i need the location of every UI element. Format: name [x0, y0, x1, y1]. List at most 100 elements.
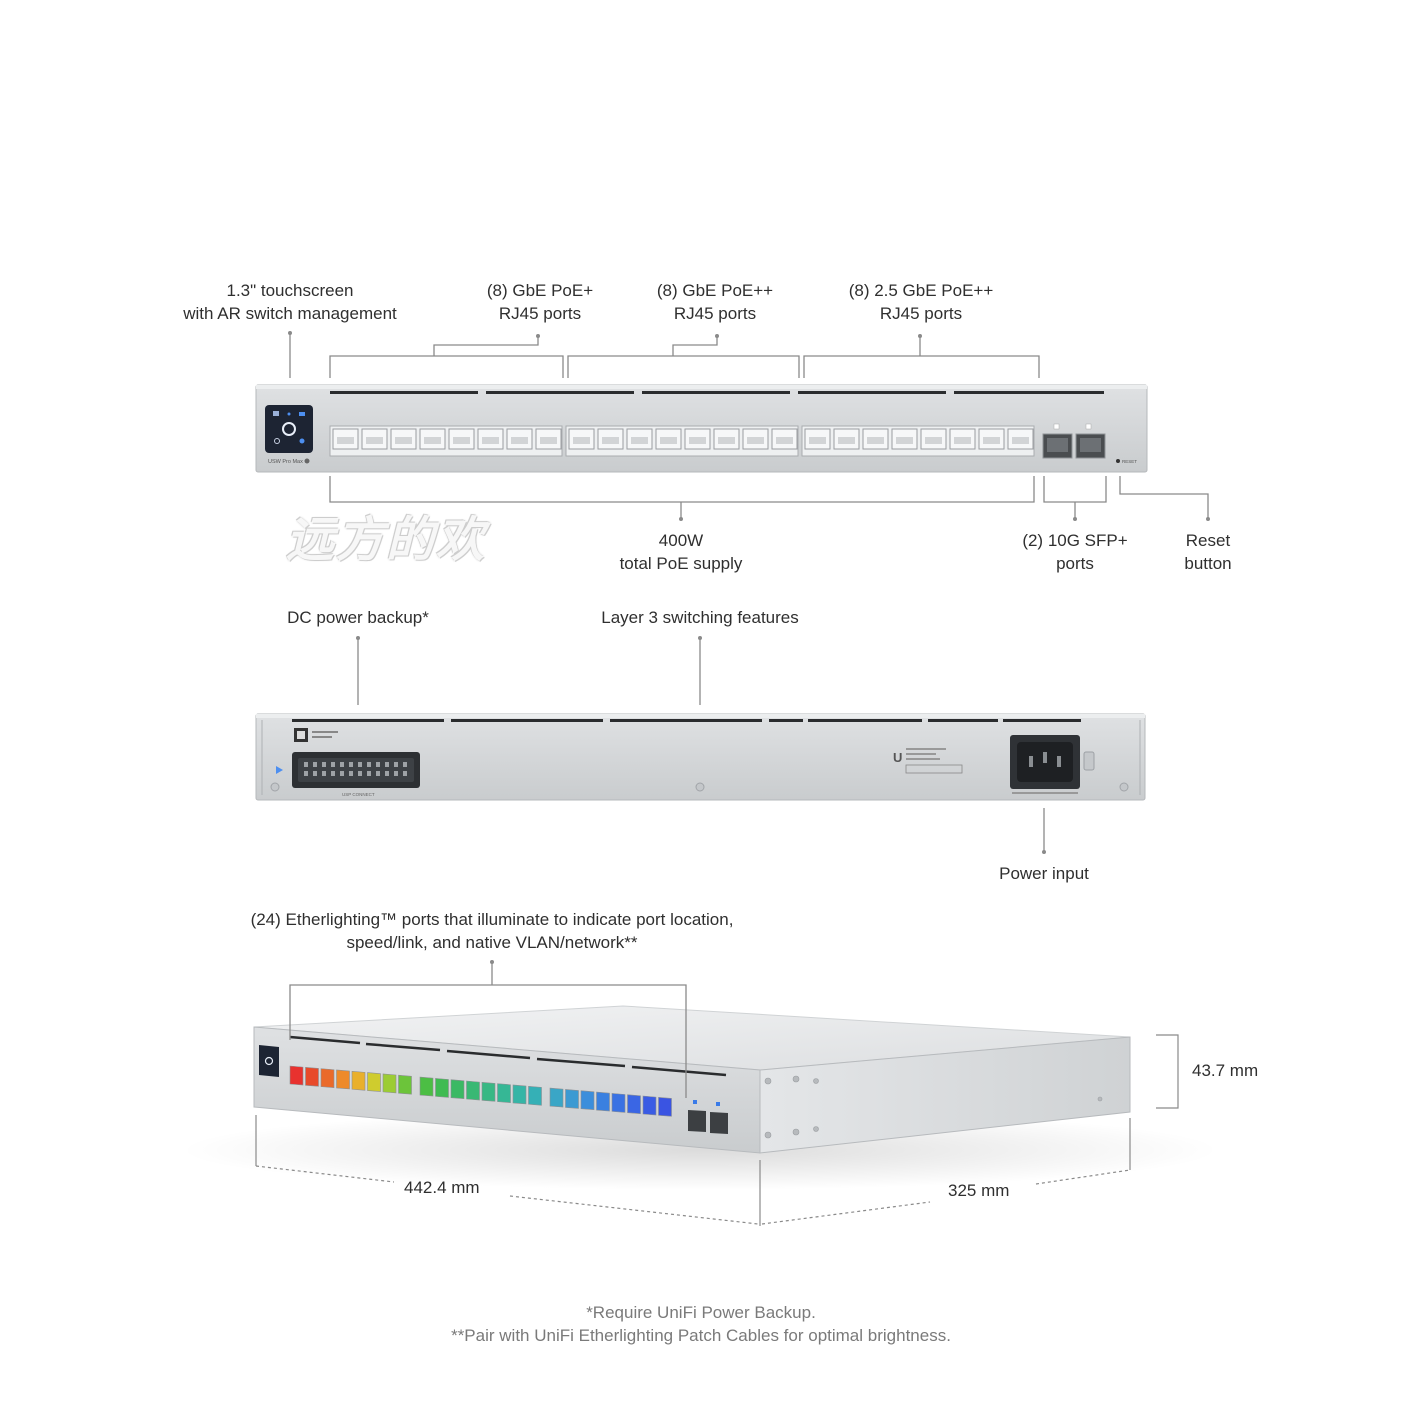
iso-view — [180, 960, 1220, 1226]
screw-icon — [1119, 782, 1129, 792]
power-input-socket[interactable] — [1010, 735, 1080, 789]
dc-pin — [331, 771, 335, 776]
dc-pin — [376, 762, 380, 767]
touchscreen[interactable] — [265, 405, 313, 453]
etherlighting-port[interactable] — [466, 1080, 480, 1101]
dc-pin — [403, 762, 407, 767]
rj45-port-contacts — [867, 437, 884, 444]
dc-pin — [367, 771, 371, 776]
etherlighting-port[interactable] — [549, 1087, 564, 1108]
rear-view: USP CONNECT U — [255, 636, 1146, 854]
etherlighting-port[interactable] — [658, 1096, 672, 1117]
etherlighting-port[interactable] — [642, 1095, 657, 1116]
rj45-port-contacts — [718, 437, 735, 444]
footnote-2: **Pair with UniFi Etherlighting Patch Ca… — [451, 1326, 951, 1345]
etherlighting-port[interactable] — [336, 1069, 350, 1090]
rj45-port-contacts — [602, 437, 619, 444]
rj45-port-contacts — [337, 437, 354, 444]
iso-sfp-2 — [710, 1112, 728, 1134]
etherlighting-port[interactable] — [627, 1094, 641, 1115]
front-leaders — [288, 331, 1210, 521]
dc-pin — [340, 762, 344, 767]
label-gbe-poe-plus: (8) GbE PoE+ RJ45 ports — [486, 281, 594, 323]
dc-pin — [358, 762, 362, 767]
rj45-port-contacts — [838, 437, 855, 444]
rj45-port-contacts — [482, 437, 499, 444]
etherlighting-port[interactable] — [450, 1079, 465, 1100]
dim-height: 43.7 mm — [1192, 1061, 1259, 1080]
dc-pin — [349, 771, 353, 776]
dc-pin — [313, 771, 317, 776]
front-view: USW Pro Max RESET — [255, 331, 1210, 521]
rj45-port-contacts — [573, 437, 590, 444]
reset-button[interactable] — [1116, 459, 1120, 463]
dc-pin — [394, 771, 398, 776]
etherlighting-port[interactable] — [289, 1065, 304, 1086]
rj45-port-contacts — [424, 437, 441, 444]
iso-sfp-1 — [688, 1110, 706, 1132]
dc-pin — [313, 762, 317, 767]
front-vents — [330, 391, 1104, 394]
label-power-input: Power input — [999, 864, 1089, 883]
etherlighting-port[interactable] — [351, 1070, 366, 1091]
etherlighting-port[interactable] — [320, 1068, 335, 1088]
arrow-icon — [276, 766, 283, 774]
footnote-1: *Require UniFi Power Backup. — [586, 1303, 816, 1322]
label-gbe-poe-plusplus: (8) GbE PoE++ RJ45 ports — [656, 281, 774, 323]
etherlighting-port[interactable] — [305, 1066, 319, 1087]
dc-pin — [331, 762, 335, 767]
etherlighting-port[interactable] — [367, 1072, 381, 1092]
dc-pin — [376, 771, 380, 776]
dc-pin — [322, 771, 326, 776]
dc-pin — [385, 771, 389, 776]
label-sfp: (2) 10G SFP+ ports — [1022, 531, 1128, 573]
label-25gbe-poe-plusplus: (8) 2.5 GbE PoE++ RJ45 ports — [848, 281, 994, 323]
reset-text: RESET — [1122, 459, 1137, 464]
rj45-port-contacts — [660, 437, 677, 444]
front-sfp-ports — [1042, 423, 1106, 459]
rj45-port-contacts — [1012, 437, 1029, 444]
dc-pin — [394, 762, 398, 767]
label-etherlighting: (24) Etherlighting™ ports that illuminat… — [250, 910, 734, 952]
footnotes: *Require UniFi Power Backup. **Pair with… — [0, 1301, 1402, 1347]
etherlighting-port[interactable] — [419, 1076, 434, 1097]
rj45-port-contacts — [540, 437, 557, 444]
dc-pin — [340, 771, 344, 776]
etherlighting-port[interactable] — [497, 1083, 511, 1103]
etherlighting-port[interactable] — [435, 1078, 449, 1098]
etherlighting-port[interactable] — [512, 1084, 527, 1105]
rj45-port-contacts — [631, 437, 648, 444]
etherlighting-port[interactable] — [565, 1089, 579, 1109]
label-touchscreen: 1.3" touchscreen with AR switch manageme… — [183, 281, 397, 323]
etherlighting-port[interactable] — [596, 1091, 610, 1112]
rear-vents — [292, 719, 1081, 722]
dc-pin — [304, 771, 308, 776]
rj45-port-contacts — [983, 437, 1000, 444]
model-text: USW Pro Max — [268, 459, 303, 465]
etherlighting-port[interactable] — [580, 1090, 595, 1111]
label-dc-backup: DC power backup* — [287, 608, 429, 627]
screw-icon — [270, 782, 280, 792]
etherlighting-port[interactable] — [481, 1081, 496, 1102]
rj45-port-contacts — [511, 437, 528, 444]
dc-pin — [322, 762, 326, 767]
etherlighting-port[interactable] — [398, 1074, 412, 1095]
rj45-port-contacts — [896, 437, 913, 444]
ubiquiti-logo-icon: U — [893, 750, 902, 765]
rj45-port-contacts — [689, 437, 706, 444]
etherlighting-port[interactable] — [528, 1085, 542, 1106]
label-poe-supply: 400W total PoE supply — [619, 531, 743, 573]
iso-side-face — [759, 1036, 1131, 1154]
front-rj45-ports — [329, 425, 1035, 457]
dc-pin — [367, 762, 371, 767]
dc-pin — [304, 762, 308, 767]
dc-backup-connector[interactable] — [292, 752, 420, 788]
screw-icon — [695, 782, 705, 792]
connector-text: USP CONNECT — [342, 792, 375, 797]
etherlighting-port[interactable] — [611, 1093, 626, 1113]
etherlighting-port[interactable] — [382, 1073, 397, 1094]
iso-touchscreen — [259, 1045, 279, 1077]
label-reset: Reset button — [1184, 531, 1232, 573]
dc-pin — [349, 762, 353, 767]
